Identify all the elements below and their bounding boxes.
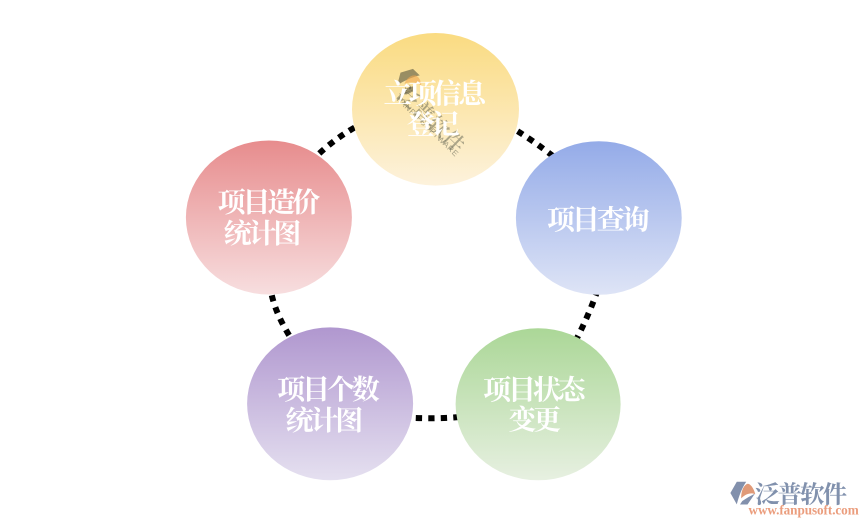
svg-text:www.fanpusoft.com: www.fanpusoft.com [749, 502, 859, 517]
